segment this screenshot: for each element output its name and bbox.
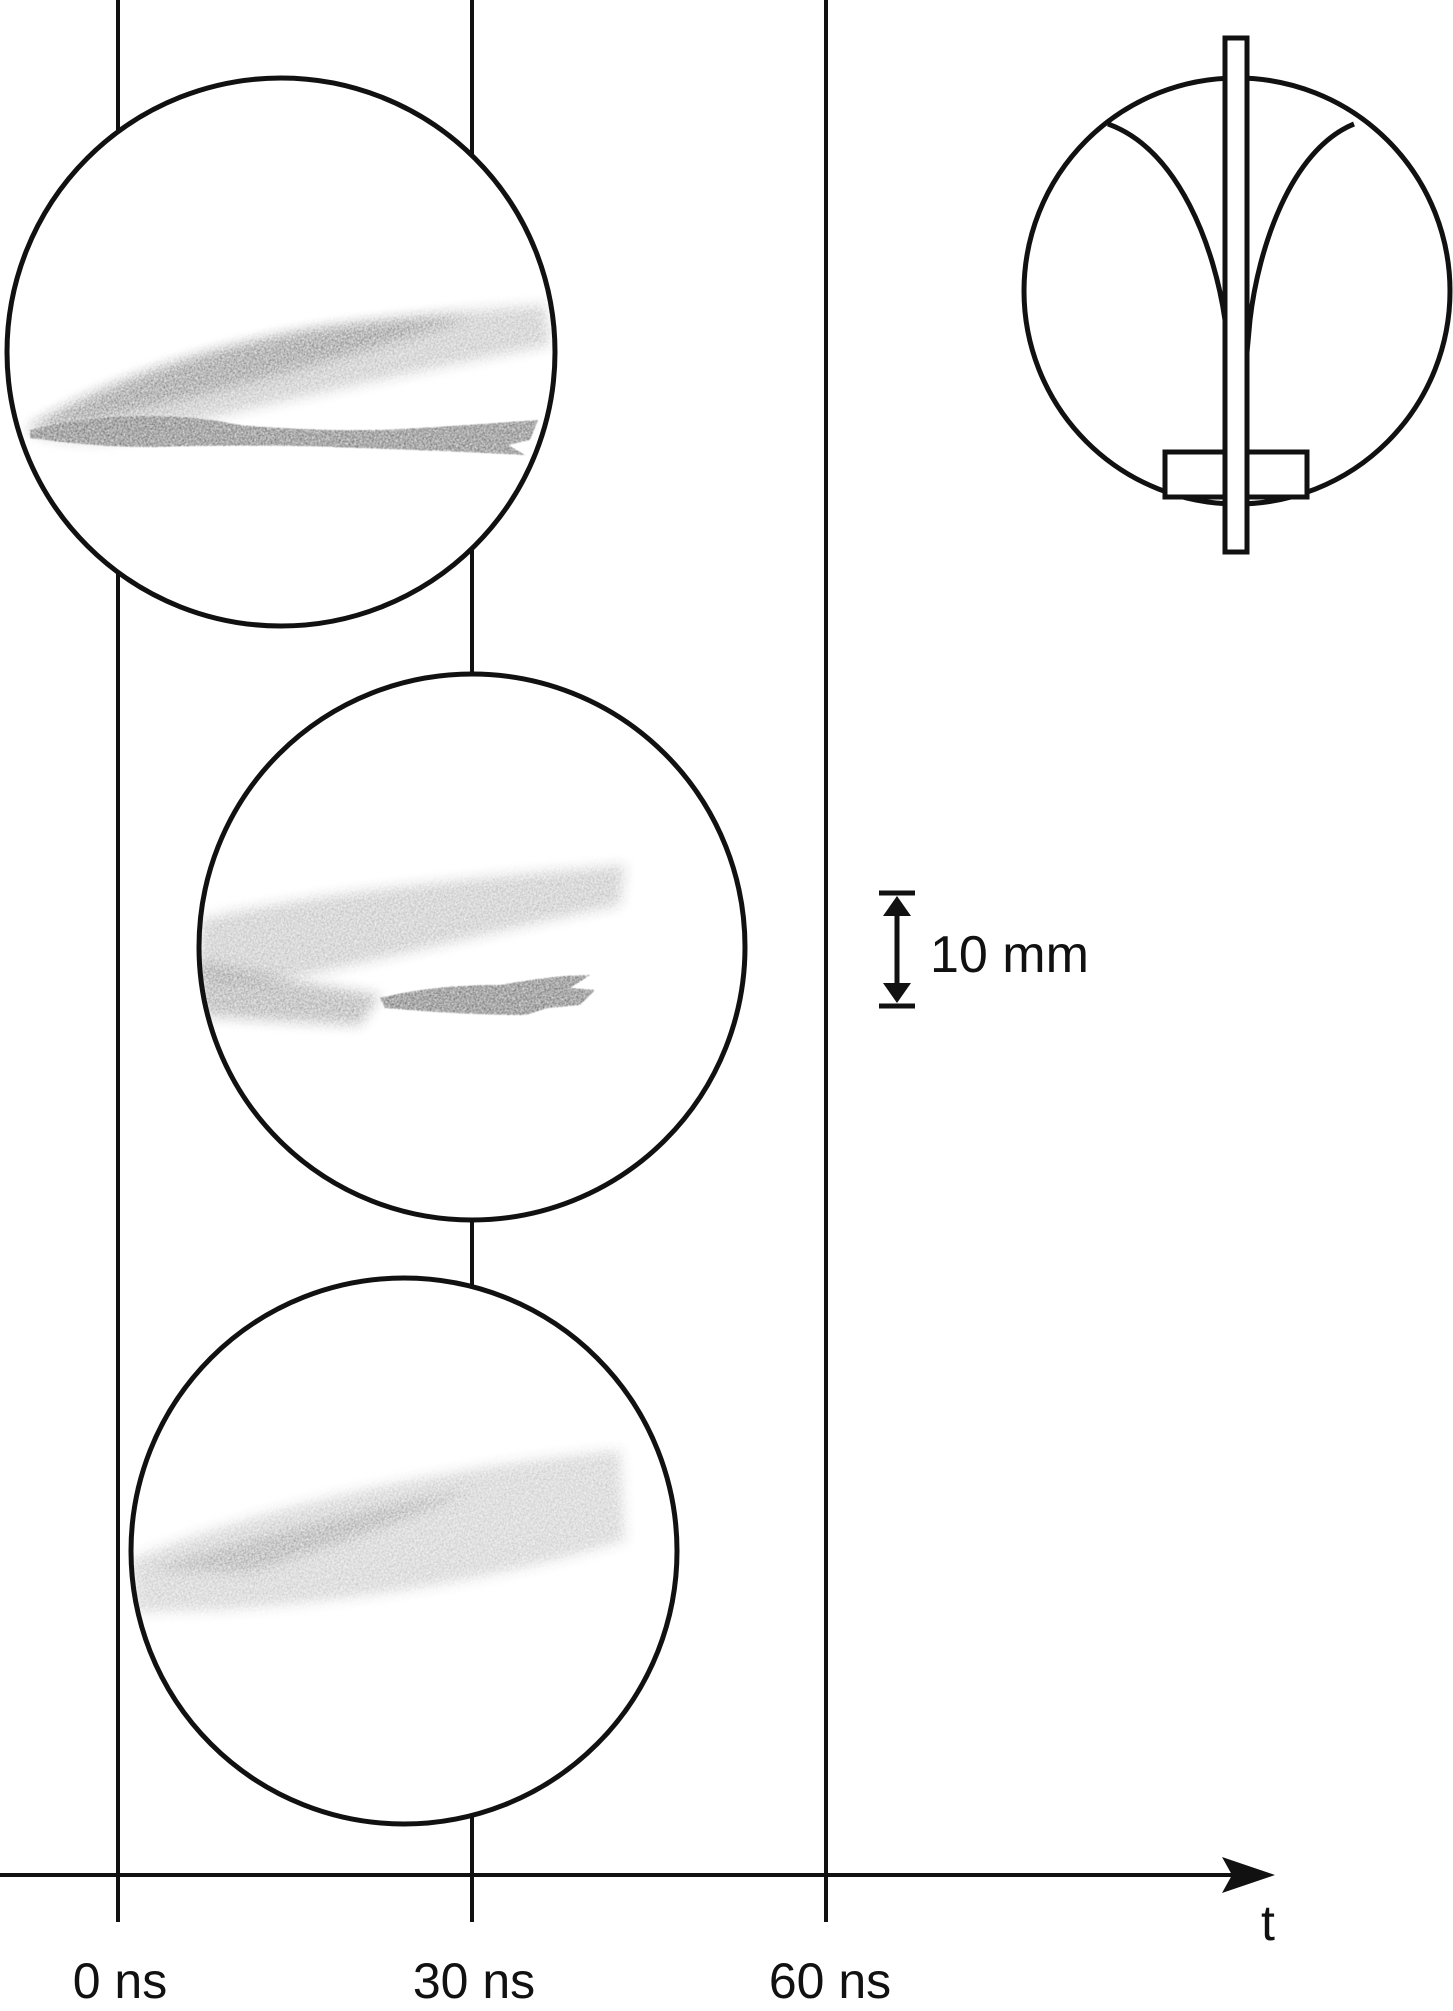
frame-2-border — [196, 671, 748, 1223]
inset-schematic — [1021, 35, 1453, 555]
frame-1-upper-plume — [30, 318, 470, 428]
time-axis: t 0 ns 30 ns 60 ns — [0, 1857, 1275, 2009]
time-axis-label: t — [1261, 1895, 1275, 1951]
frame-2-lower-diffuse — [200, 960, 380, 1025]
scale-bar: 10 mm — [879, 890, 1089, 1009]
frame-2-diffuse-plume — [200, 865, 625, 985]
frame-1-diffuse-plume — [25, 305, 550, 442]
inset-vertical-probe — [1222, 35, 1250, 555]
time-axis-arrowhead — [1222, 1857, 1275, 1893]
frame-2-background — [199, 674, 745, 1220]
frame-3-border — [128, 1275, 680, 1827]
inset-left-curve — [1107, 121, 1236, 451]
frame-3-diffuse-plume — [131, 1450, 625, 1612]
frame-3-upper-streak — [150, 1490, 470, 1572]
frame-1-dense-core — [30, 415, 538, 455]
frame-1-image — [25, 305, 550, 455]
tick-label-30ns: 30 ns — [413, 1953, 535, 2006]
frame-2 — [196, 671, 748, 1223]
frame-2-dense-core — [380, 975, 595, 1015]
scale-bar-arrow-up — [883, 896, 911, 916]
tick-label-60ns: 60 ns — [769, 1953, 891, 2006]
frame-2-image — [200, 865, 625, 1025]
frame-1 — [4, 75, 558, 629]
scale-bar-label: 10 mm — [930, 926, 1089, 984]
frame-1-border — [4, 75, 558, 629]
frame-3-image — [131, 1450, 625, 1612]
tick-label-0ns: 0 ns — [73, 1953, 168, 2006]
frame-3 — [128, 1275, 680, 1827]
scale-bar-arrow-down — [883, 983, 911, 1003]
inset-right-curve — [1239, 121, 1355, 451]
